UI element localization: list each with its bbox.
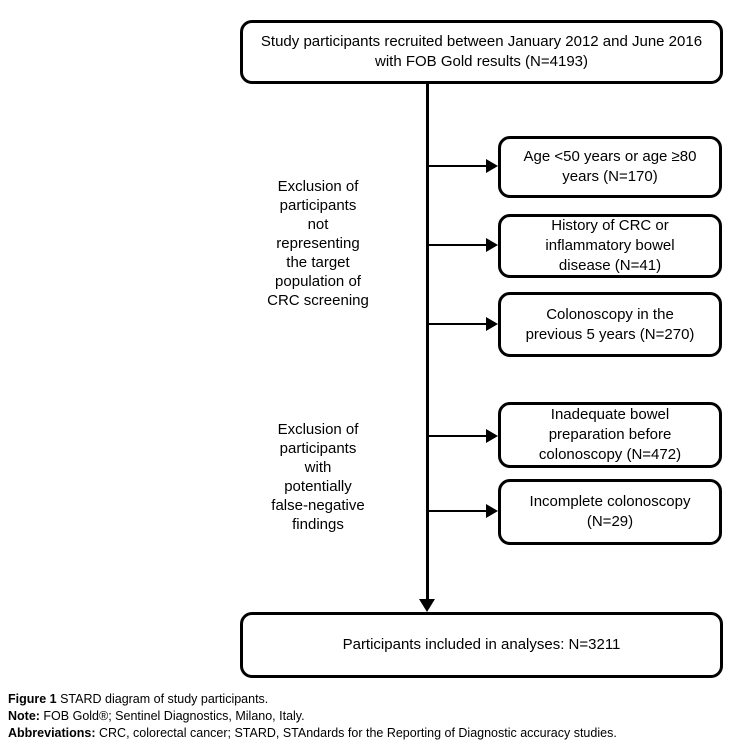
caption-note-line: Note: FOB Gold®; Sentinel Diagnostics, M… bbox=[8, 708, 728, 725]
exclusion-group-label-target-population: Exclusion of participants not representi… bbox=[267, 178, 369, 309]
connector-line-age bbox=[428, 165, 487, 167]
caption-figure-label: Figure 1 bbox=[8, 692, 57, 706]
connector-line-incomplete bbox=[428, 510, 487, 512]
figure-caption: Figure 1 STARD diagram of study particip… bbox=[8, 691, 728, 742]
arrowhead-right-icon bbox=[486, 317, 498, 331]
connector-line-bowel-prep bbox=[428, 435, 487, 437]
flow-box-recruited: Study participants recruited between Jan… bbox=[240, 20, 723, 84]
caption-note-label: Note: bbox=[8, 709, 40, 723]
flow-box-incomplete-colonoscopy: Incomplete colonoscopy (N=29) bbox=[498, 479, 722, 545]
caption-figure-line: Figure 1 STARD diagram of study particip… bbox=[8, 691, 728, 708]
connector-line-colonoscopy-5y bbox=[428, 323, 487, 325]
arrowhead-right-icon bbox=[486, 159, 498, 173]
arrowhead-right-icon bbox=[486, 429, 498, 443]
main-vertical-connector bbox=[426, 83, 429, 601]
exclusion-group-label-false-negative: Exclusion of participants with potential… bbox=[271, 421, 365, 533]
flow-box-history-crc-ibd: History of CRC or inflammatory bowel dis… bbox=[498, 214, 722, 278]
flow-box-age-exclusion: Age <50 years or age ≥80 years (N=170) bbox=[498, 136, 722, 198]
connector-line-history bbox=[428, 244, 487, 246]
caption-abbreviations-line: Abbreviations: CRC, colorectal cancer; S… bbox=[8, 725, 728, 742]
caption-abbreviations-label: Abbreviations: bbox=[8, 726, 96, 740]
caption-note-text: FOB Gold®; Sentinel Diagnostics, Milano,… bbox=[39, 709, 305, 723]
arrowhead-right-icon bbox=[486, 504, 498, 518]
flow-box-inadequate-bowel-prep: Inadequate bowel preparation before colo… bbox=[498, 402, 722, 468]
arrowhead-down-icon bbox=[419, 599, 435, 612]
flow-box-included: Participants included in analyses: N=321… bbox=[240, 612, 723, 678]
flow-box-previous-colonoscopy: Colonoscopy in the previous 5 years (N=2… bbox=[498, 292, 722, 357]
caption-abbreviations-text: CRC, colorectal cancer; STARD, STAndards… bbox=[95, 726, 617, 740]
arrowhead-right-icon bbox=[486, 238, 498, 252]
caption-figure-text: STARD diagram of study participants. bbox=[56, 692, 269, 706]
